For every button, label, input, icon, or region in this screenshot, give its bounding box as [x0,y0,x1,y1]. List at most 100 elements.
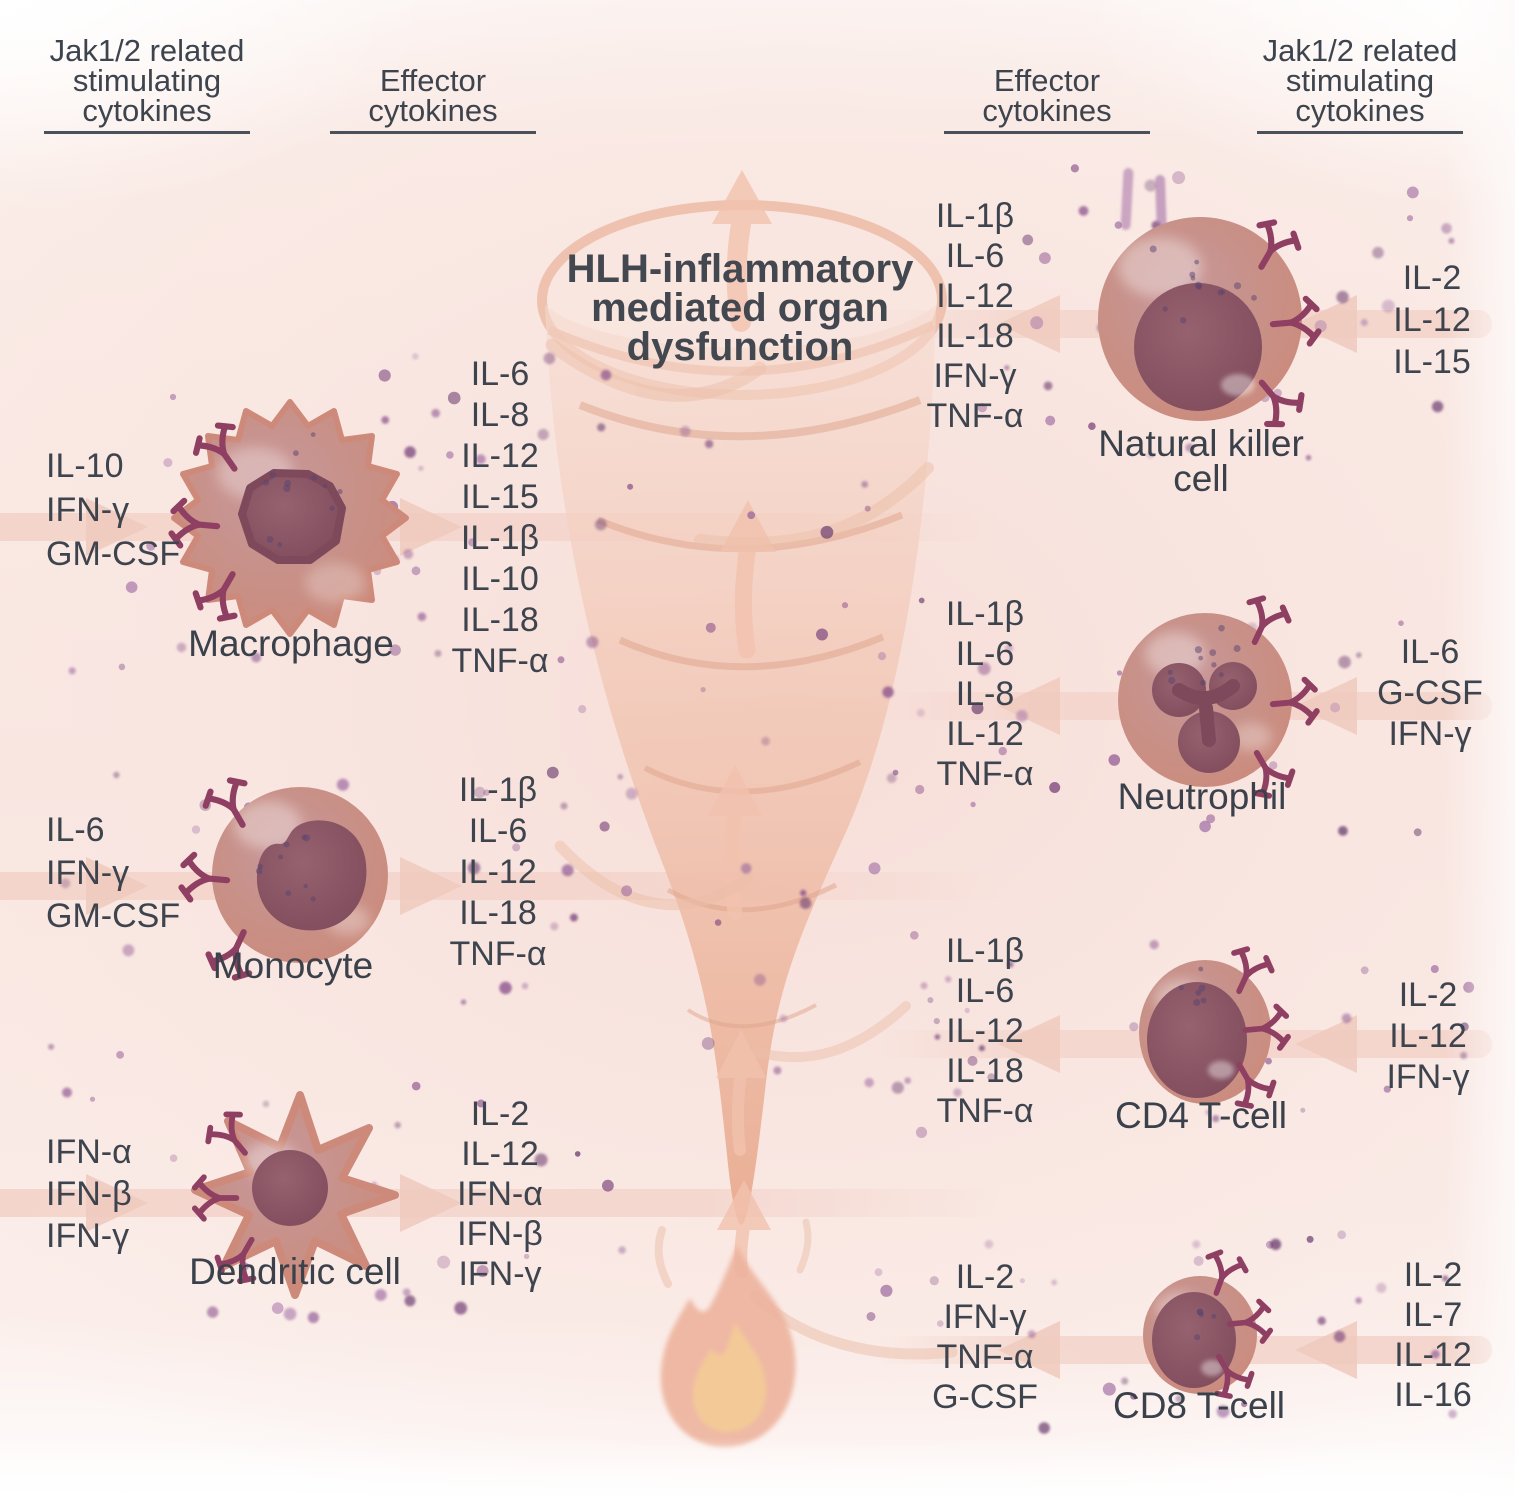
neutrophil-label: Neutrophil [1117,776,1287,817]
cytokine-label: IL-12 [1394,1336,1472,1374]
header-line: Effector [379,63,487,98]
neutrophil-cell [1118,594,1318,801]
cytokine-label: IL-10 [461,560,539,598]
cytokine-label: IL-12 [946,715,1024,753]
cytokine-label: IL-1β [935,197,1015,235]
cytokine-label: IL-18 [946,1052,1024,1090]
title-line: mediated organ [591,286,889,330]
header-line: Jak1/2 related [49,33,245,68]
cytokine-label: IL-2 [1403,1256,1463,1294]
cytokine-label: IFN-β [457,1215,543,1253]
monocyte-nucleus [256,820,367,931]
header-line: cytokines [1295,93,1425,128]
cytokine-label: IL-15 [461,478,539,516]
tornado-icon [537,170,947,1225]
cytokine-label: IFN-α [46,1133,132,1171]
cytokine-dots [48,164,1475,1434]
cytokine-label: IL-6 [955,972,1015,1010]
cytokine-label: IL-12 [461,437,539,475]
dendritic-flow-arrow [0,1174,1000,1232]
cytokine-label: IL-8 [470,396,530,434]
cytokine-label: IFN-γ [46,854,130,892]
tornado-swirls [545,338,934,1063]
cytokine-label: IL-6 [1400,633,1460,671]
cytokine-label: TNF-α [449,935,547,973]
neutrophil-nucleus [1152,662,1257,773]
cytokine-label: IL-6 [46,811,105,849]
title-line: HLH-inflammatory [566,247,914,291]
cytokine-label: IL-1β [945,932,1025,970]
cytokine-label: IL-1β [945,595,1025,633]
cytokine-label: GM-CSF [46,897,181,935]
cytokine-label: IFN-γ [933,357,1017,395]
cytokine-label: IFN-γ [943,1298,1027,1336]
immune-cells [171,217,1320,1401]
cytokine-label: IL-12 [459,853,537,891]
header-line: stimulating [72,63,222,98]
dendritic-label: Dendritic cell [189,1251,401,1292]
cytokine-label: IL-2 [1398,976,1458,1014]
macrophage-cell [171,399,409,637]
natural-killer-cell [1098,217,1319,432]
cytokine-label: IL-18 [459,894,537,932]
cd4-label: CD4 T-cell [1114,1095,1288,1136]
upward-flow-arrows [708,170,776,1156]
nk-tick-marks [1120,168,1167,239]
cytokine-label: IL-18 [461,601,539,639]
header-line: stimulating [1285,63,1435,98]
cytokine-label: IL-2 [1402,259,1462,297]
monocyte-flow-arrow [0,857,1000,915]
cd8-nucleus [1152,1292,1236,1388]
label-line: cell [1173,458,1229,499]
header-line: Effector [993,63,1101,98]
cytokine-label: TNF-α [936,1338,1034,1376]
cytokine-label: IL-1β [460,519,540,557]
cytokine-label: TNF-α [451,642,549,680]
cytokine-label: TNF-α [936,1092,1034,1130]
cd4-tcell [1139,945,1289,1111]
cytokine-label: TNF-α [926,397,1024,435]
cell-speckles [255,245,1257,1341]
monocyte-label: Monocyte [212,945,374,986]
cytokine-label: IL-1β [458,771,538,809]
header-line: Jak1/2 related [1262,33,1458,68]
cytokine-label: IL-2 [470,1095,530,1133]
cd8-tcell [1143,1249,1271,1401]
cytokine-label: G-CSF [1377,674,1483,712]
cytokine-label: IL-12 [1393,301,1471,339]
cd8-label: CD8 T-cell [1112,1385,1286,1426]
cytokine-label: IFN-γ [1388,715,1472,753]
header-line: cytokines [982,93,1112,128]
cytokine-label: IL-7 [1403,1296,1463,1334]
cytokine-label: IL-6 [470,355,530,393]
cytokine-label: G-CSF [932,1378,1038,1416]
flame-icon [654,1180,958,1448]
cytokine-label: IFN-γ [458,1255,542,1293]
macrophage-label: Macrophage [188,623,394,664]
label-line: Natural killer [1098,423,1304,464]
cytokine-label: IL-6 [955,635,1015,673]
cytokine-label: IL-16 [1394,1376,1472,1414]
cytokine-label: IFN-γ [1386,1058,1470,1096]
cytokine-label: IL-2 [955,1258,1015,1296]
title-line: dysfunction [626,325,854,369]
